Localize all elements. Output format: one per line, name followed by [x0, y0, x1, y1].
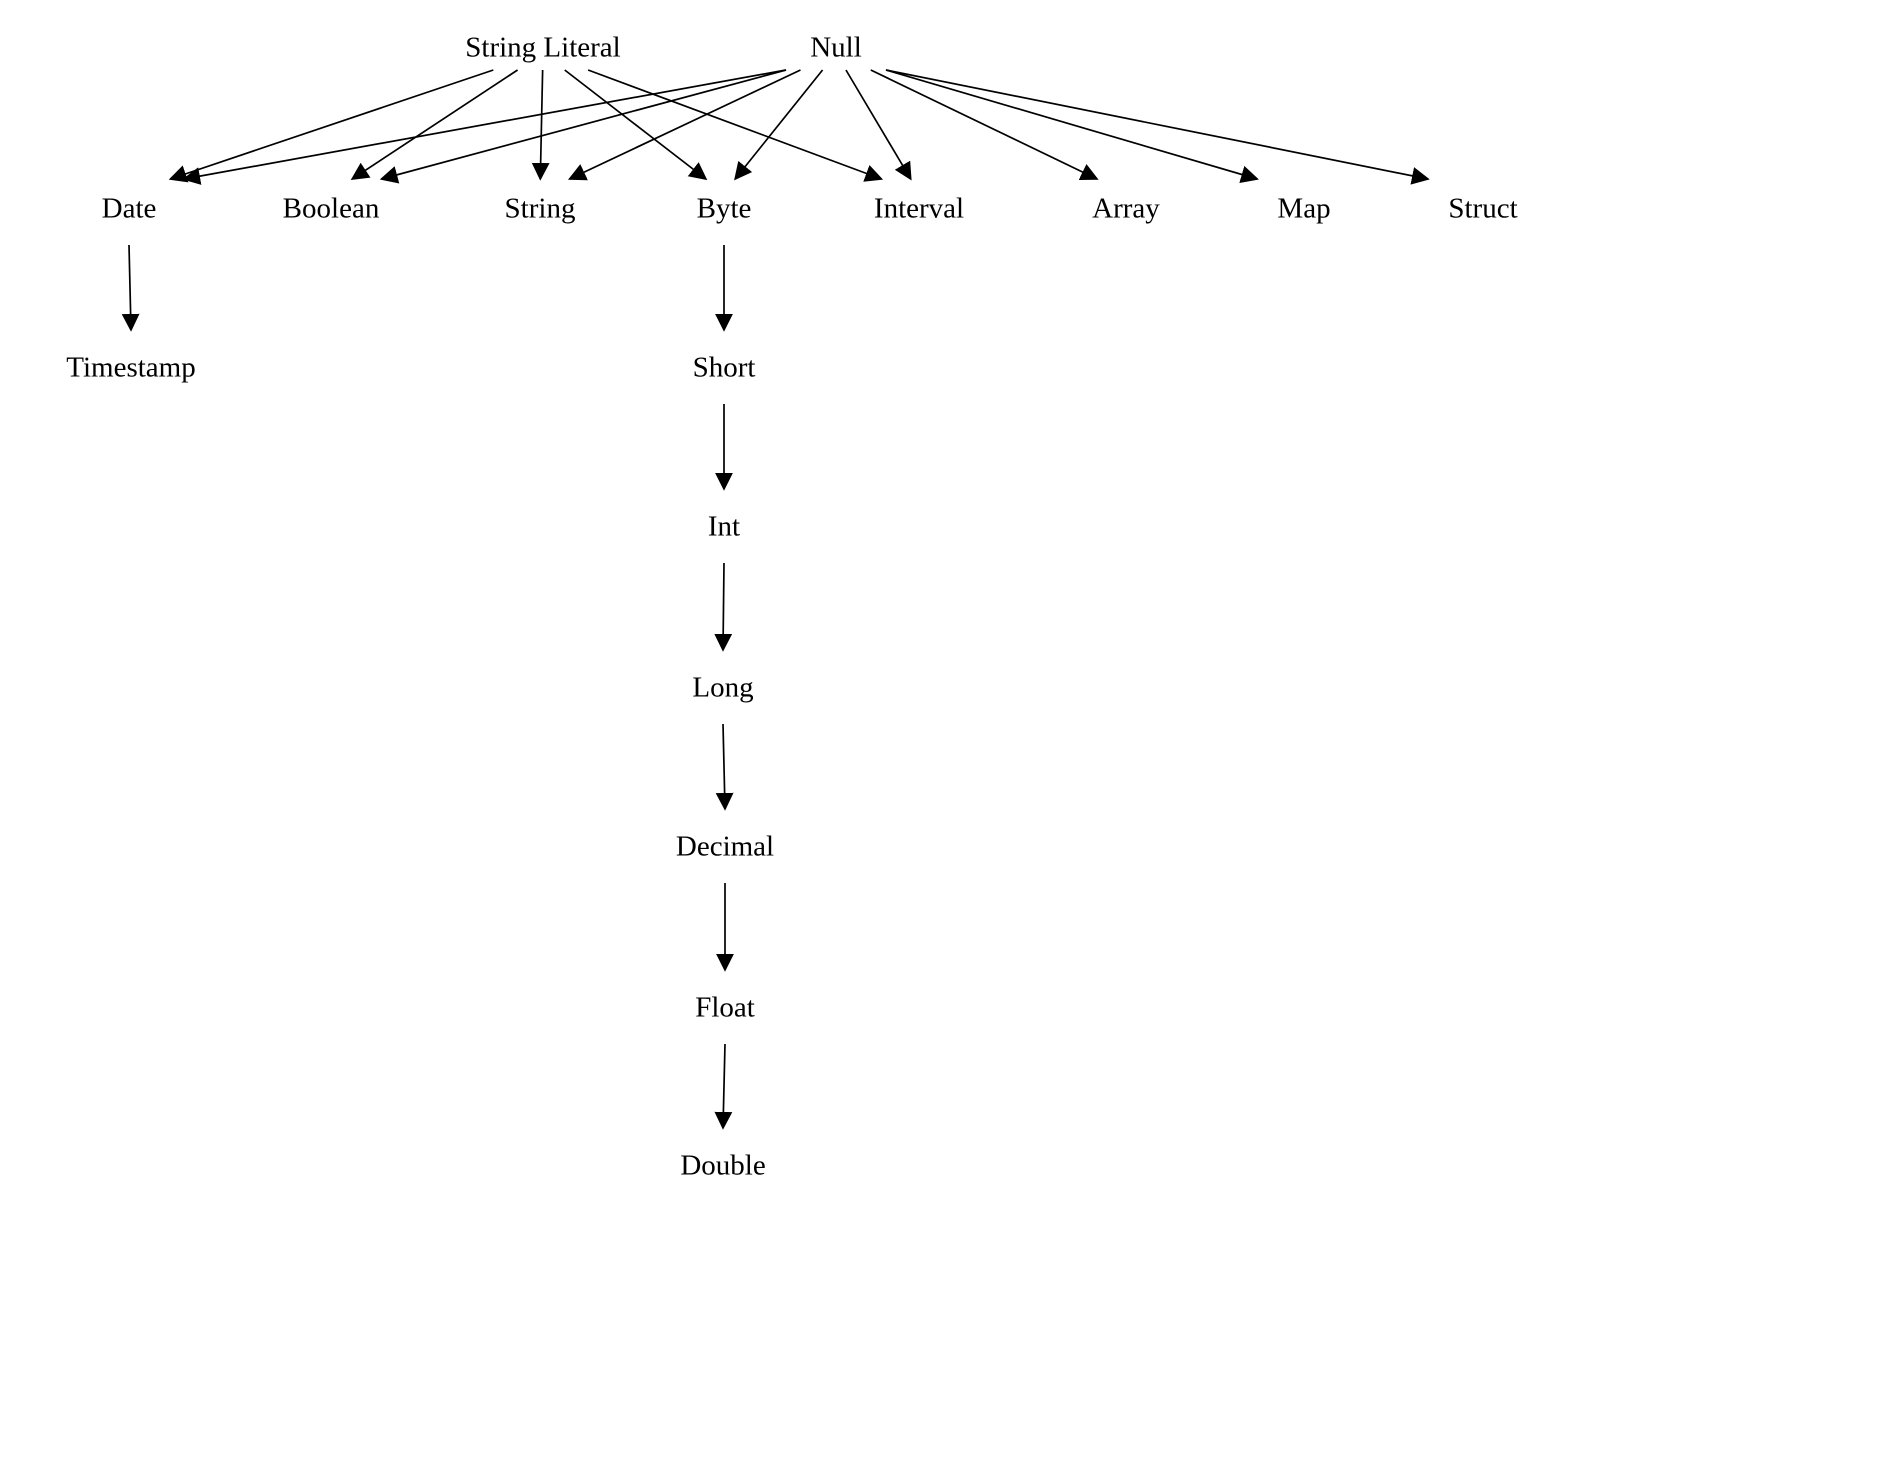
edge-null-to-struct [885, 69, 1430, 185]
node-double: Double [680, 1149, 766, 1182]
node-array: Array [1092, 192, 1160, 225]
edge-string-literal-to-boolean [350, 69, 519, 180]
edge-null-to-map [885, 69, 1259, 184]
edge-string-literal-to-string [531, 69, 550, 181]
node-int: Int [707, 510, 741, 543]
edge-float-to-double [714, 1043, 733, 1130]
edge-int-to-long [714, 562, 733, 652]
node-string-literal: String Literal [465, 31, 621, 64]
edge-null-to-byte [734, 69, 824, 181]
node-struct: Struct [1448, 192, 1518, 225]
node-boolean: Boolean [282, 192, 380, 225]
edge-null-to-string [567, 69, 801, 181]
node-map: Map [1277, 192, 1331, 225]
node-short: Short [692, 351, 756, 384]
edge-null-to-interval [845, 69, 912, 181]
edge-null-to-date [182, 69, 787, 185]
edge-string-literal-to-interval [587, 69, 884, 182]
edge-string-literal-to-date [168, 69, 494, 183]
node-long: Long [692, 671, 754, 704]
edge-null-to-boolean [379, 69, 787, 184]
node-decimal: Decimal [675, 830, 775, 863]
node-interval: Interval [873, 192, 965, 225]
node-float: Float [695, 991, 755, 1024]
edge-date-to-timestamp [121, 244, 140, 332]
node-date: Date [101, 192, 157, 225]
edge-string-literal-to-byte [564, 69, 708, 181]
edge-group [121, 69, 1430, 1130]
node-timestamp: Timestamp [66, 351, 196, 384]
node-string: String [504, 192, 576, 225]
edge-null-to-array [870, 69, 1099, 181]
node-null: Null [810, 31, 862, 64]
node-byte: Byte [696, 192, 752, 225]
edge-long-to-decimal [715, 723, 734, 811]
